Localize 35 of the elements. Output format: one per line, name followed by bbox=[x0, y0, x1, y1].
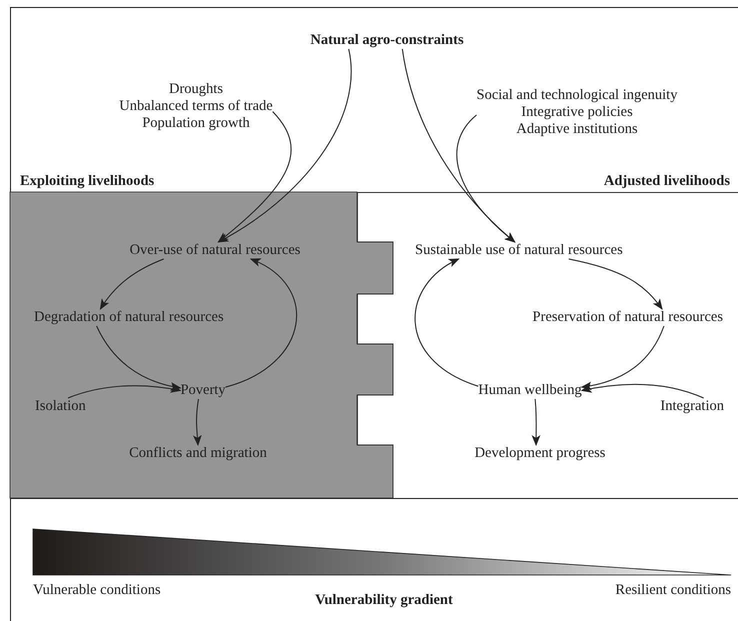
factor-label: Integrative policies bbox=[521, 104, 633, 121]
node-label: Natural agro-constraints bbox=[310, 32, 464, 49]
scale-label: Vulnerability gradient bbox=[315, 592, 453, 609]
node-label: Integration bbox=[660, 398, 724, 415]
arrow bbox=[218, 111, 292, 243]
node-label: Development progress bbox=[474, 445, 606, 462]
node-label: Over-use of natural resources bbox=[130, 242, 300, 259]
arrow bbox=[414, 258, 479, 387]
arrow bbox=[217, 48, 352, 243]
arrow bbox=[568, 258, 663, 310]
arrow bbox=[192, 398, 202, 446]
arrow bbox=[225, 258, 297, 388]
node-label: Sustainable use of natural resources bbox=[415, 242, 623, 259]
scale-label: Vulnerable conditions bbox=[33, 582, 161, 599]
factor-label: Population growth bbox=[142, 115, 250, 132]
node-label: Preservation of natural resources bbox=[532, 309, 723, 326]
node-label: Human wellbeing bbox=[478, 382, 582, 399]
panel-heading: Exploiting livelihoods bbox=[20, 173, 154, 190]
node-label: Conflicts and migration bbox=[129, 445, 267, 462]
arrow bbox=[456, 114, 516, 243]
arrow bbox=[580, 326, 664, 390]
panel-heading: Adjusted livelihoods bbox=[604, 173, 730, 190]
factor-label: Social and technological ingenuity bbox=[476, 87, 678, 104]
scale-label: Resilient conditions bbox=[615, 582, 731, 599]
factor-label: Droughts bbox=[169, 81, 223, 98]
factor-label: Unbalanced terms of trade bbox=[119, 98, 273, 115]
arrow bbox=[100, 258, 164, 310]
arrow bbox=[532, 398, 540, 446]
factor-label: Adaptive institutions bbox=[516, 121, 638, 138]
arrow bbox=[96, 326, 182, 390]
arrow bbox=[68, 384, 182, 398]
node-label: Poverty bbox=[180, 382, 226, 399]
node-label: Degradation of natural resources bbox=[34, 309, 224, 326]
arrow bbox=[580, 384, 704, 398]
node-label: Isolation bbox=[35, 398, 86, 415]
